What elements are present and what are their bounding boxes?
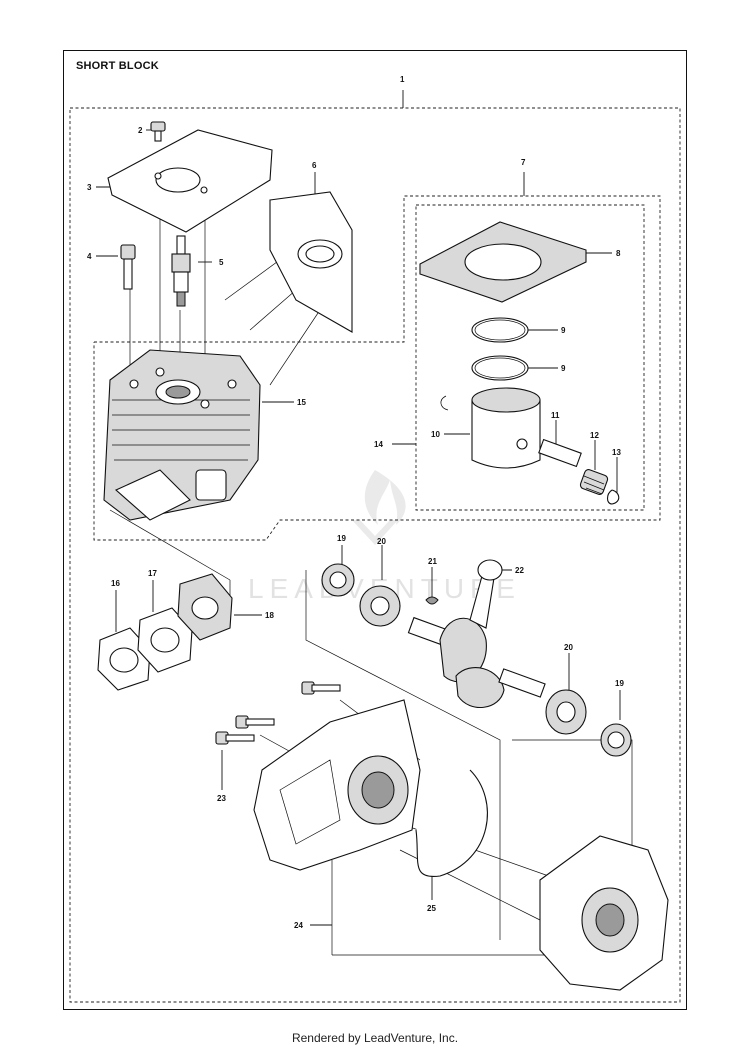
callout-13: 13	[612, 448, 621, 457]
part-3-cover-plate	[107, 129, 273, 233]
part-18-gasket	[177, 573, 233, 641]
part-21-key	[425, 596, 439, 605]
callouts: 1 2 3 4 5 6 7 8 9 9 10 11 12 13 14 15 16…	[87, 75, 624, 930]
callout-4: 4	[87, 252, 92, 261]
callout-9-upper: 9	[561, 326, 566, 335]
callout-8: 8	[616, 249, 621, 258]
part-17-gasket	[137, 607, 193, 673]
footer-credit: Rendered by LeadVenture, Inc.	[291, 1031, 459, 1045]
callout-5: 5	[219, 258, 224, 267]
callout-21: 21	[428, 557, 437, 566]
callout-9-lower: 9	[561, 364, 566, 373]
callout-22: 22	[515, 566, 524, 575]
part-24-crankcase-left	[253, 699, 421, 871]
part-12-bearing	[579, 469, 609, 495]
callout-17: 17	[148, 569, 157, 578]
part-23-bolts	[215, 681, 341, 745]
diagram-frame	[63, 50, 687, 1010]
callout-23: 23	[217, 794, 226, 803]
diagram-title: SHORT BLOCK	[76, 60, 159, 72]
part-13-circlip	[606, 489, 620, 505]
callout-11: 11	[551, 411, 560, 420]
callout-20-left: 20	[377, 537, 386, 546]
callout-19-right: 19	[615, 679, 624, 688]
assembly-boundary	[69, 90, 681, 1003]
callout-24: 24	[294, 921, 303, 930]
callout-2: 2	[138, 126, 143, 135]
callout-15: 15	[297, 398, 306, 407]
part-10-piston	[440, 387, 541, 469]
part-19-seal-right	[600, 723, 632, 757]
callout-3: 3	[87, 183, 92, 192]
part-20-bearing-right	[545, 689, 587, 735]
part-2-screw	[150, 121, 166, 142]
part-6-gasket	[269, 191, 353, 333]
callout-25: 25	[427, 904, 436, 913]
part-5-spark-plug	[171, 235, 191, 307]
callout-16: 16	[111, 579, 120, 588]
callout-14: 14	[374, 440, 383, 449]
callout-1: 1	[400, 75, 405, 84]
part-19-seal-left	[321, 563, 355, 597]
callout-19-left: 19	[337, 534, 346, 543]
part-8-gasket	[419, 221, 587, 303]
part-15-cylinder	[103, 349, 261, 521]
callout-10: 10	[431, 430, 440, 439]
part-24-crankcase-right	[539, 835, 669, 991]
callout-7: 7	[521, 158, 526, 167]
part-25-circlip	[415, 769, 488, 878]
callout-6: 6	[312, 161, 317, 170]
part-16-gasket	[97, 627, 151, 691]
part-11-pin	[538, 438, 582, 468]
part-4-bolt	[120, 244, 136, 290]
callout-12: 12	[590, 431, 599, 440]
part-20-bearing-left	[359, 585, 401, 627]
callout-18: 18	[265, 611, 274, 620]
part-9-rings	[471, 317, 529, 381]
part-22-crankshaft	[407, 559, 546, 709]
callout-20-right: 20	[564, 643, 573, 652]
